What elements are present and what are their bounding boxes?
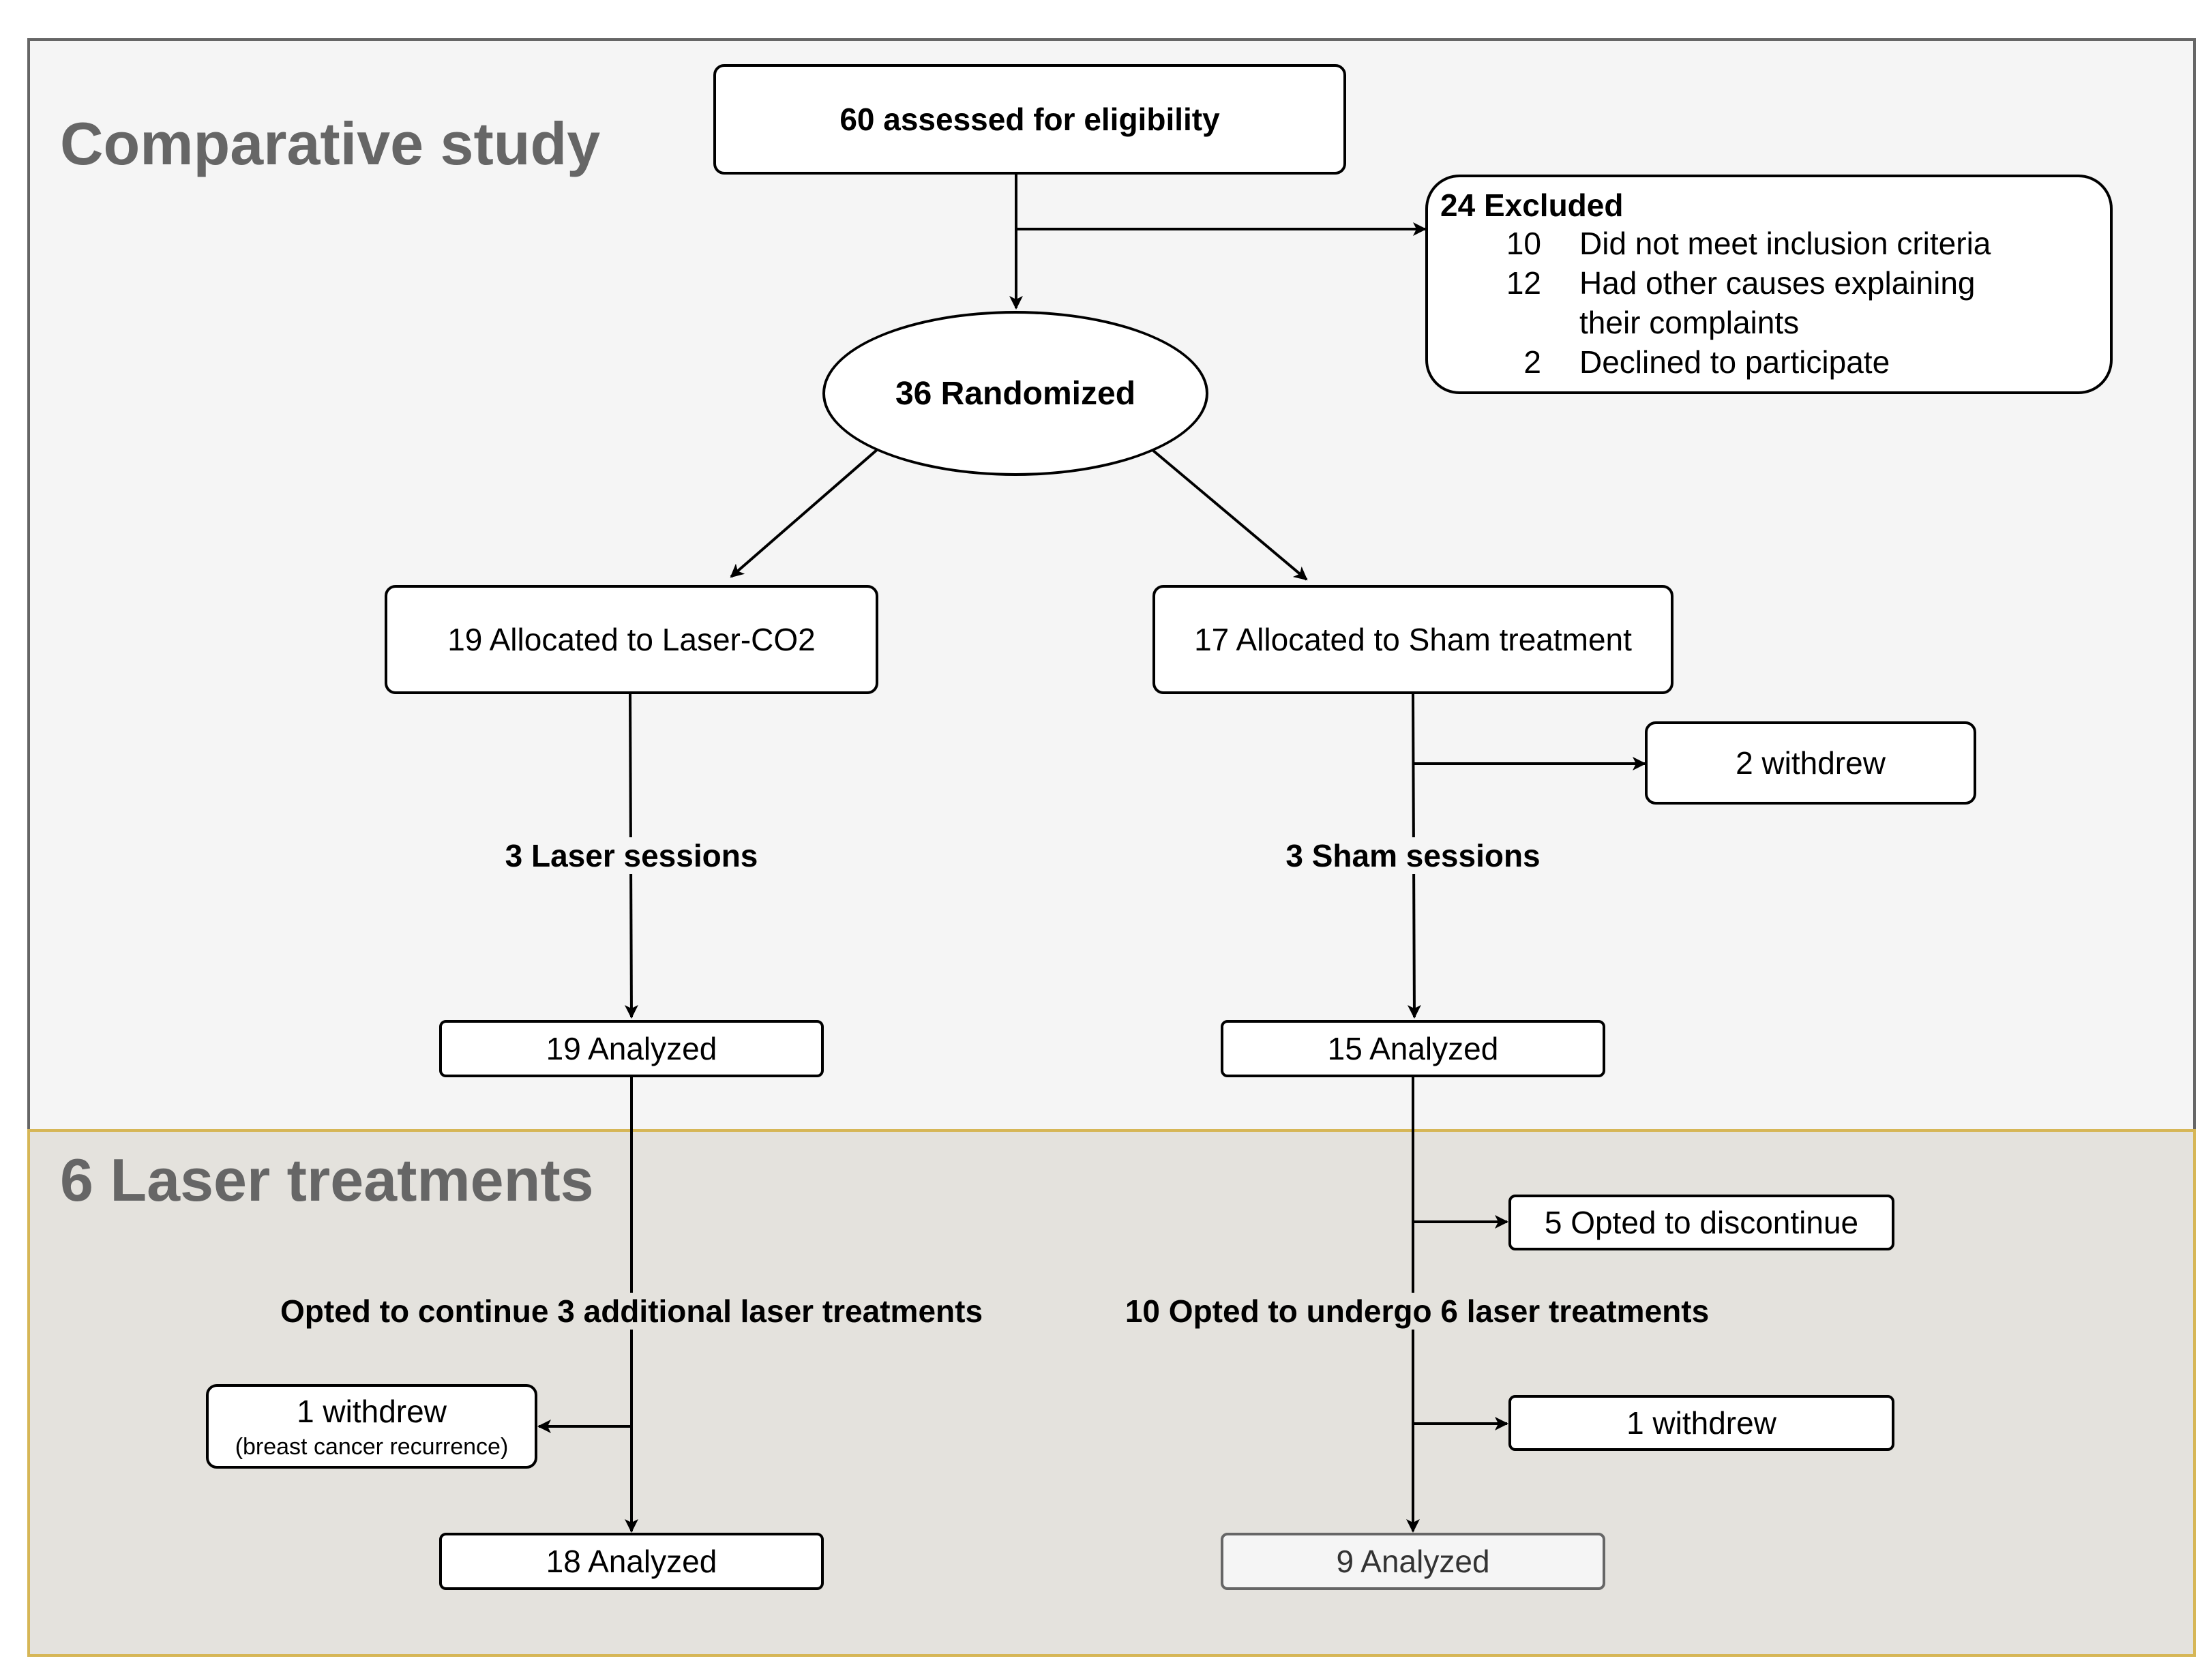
excluded-title: 24 Excluded	[1440, 188, 1624, 223]
laser-withdrew-2-main: 1 withdrew	[297, 1393, 447, 1429]
excluded-count: 2	[1523, 344, 1541, 380]
excluded-reason: Did not meet inclusion criteria	[1579, 226, 1991, 261]
excluded-count: 12	[1506, 265, 1541, 301]
excluded-count	[1440, 303, 1579, 342]
sham-sessions-label: 3 Sham sessions	[1277, 837, 1549, 874]
laser-analyzed-2-node: 18 Analyzed	[439, 1533, 824, 1590]
excluded-reason: Had other causes explaining	[1579, 265, 1976, 301]
sham-allocated-node: 17 Allocated to Sham treatment	[1152, 585, 1673, 694]
sham-withdrew-node: 2 withdrew	[1645, 721, 1976, 805]
laser-sessions-label: 3 Laser sessions	[496, 837, 767, 874]
excluded-reason: Declined to participate	[1579, 344, 1890, 380]
laser-withdrew-2-node: 1 withdrew (breast cancer recurrence)	[206, 1384, 537, 1469]
assessed-node: 60 assessed for eligibility	[713, 64, 1346, 175]
laser-allocated-node: 19 Allocated to Laser-CO2	[385, 585, 878, 694]
discontinue-node: 5 Opted to discontinue	[1508, 1195, 1894, 1250]
excluded-row: their complaints	[1440, 303, 2110, 342]
excluded-node: 24 Excluded 10 Did not meet inclusion cr…	[1425, 175, 2113, 394]
excluded-count: 10	[1506, 226, 1541, 261]
continue-laser-label: Opted to continue 3 additional laser tre…	[271, 1293, 992, 1330]
excluded-row: 2 Declined to participate	[1440, 342, 2110, 382]
sham-analyzed-1-node: 15 Analyzed	[1221, 1020, 1605, 1077]
excluded-row: 12 Had other causes explaining	[1440, 263, 2110, 303]
edge-randomized-laser	[730, 447, 880, 578]
laser-withdrew-2-reason: (breast cancer recurrence)	[235, 1433, 509, 1460]
comparative-study-title: Comparative study	[60, 110, 601, 177]
laser-analyzed-1-node: 19 Analyzed	[439, 1020, 824, 1077]
randomized-node: 36 Randomized	[822, 311, 1208, 476]
excluded-row: 10 Did not meet inclusion criteria	[1440, 224, 2110, 263]
laser-treatments-title: 6 Laser treatments	[60, 1146, 594, 1214]
sham-withdrew-2-node: 1 withdrew	[1508, 1395, 1894, 1451]
sham-analyzed-2-node: 9 Analyzed	[1221, 1533, 1605, 1590]
edge-randomized-sham	[1151, 449, 1308, 581]
excluded-reason: their complaints	[1579, 305, 1800, 340]
undergo-laser-label: 10 Opted to undergo 6 laser treatments	[1116, 1293, 1718, 1330]
